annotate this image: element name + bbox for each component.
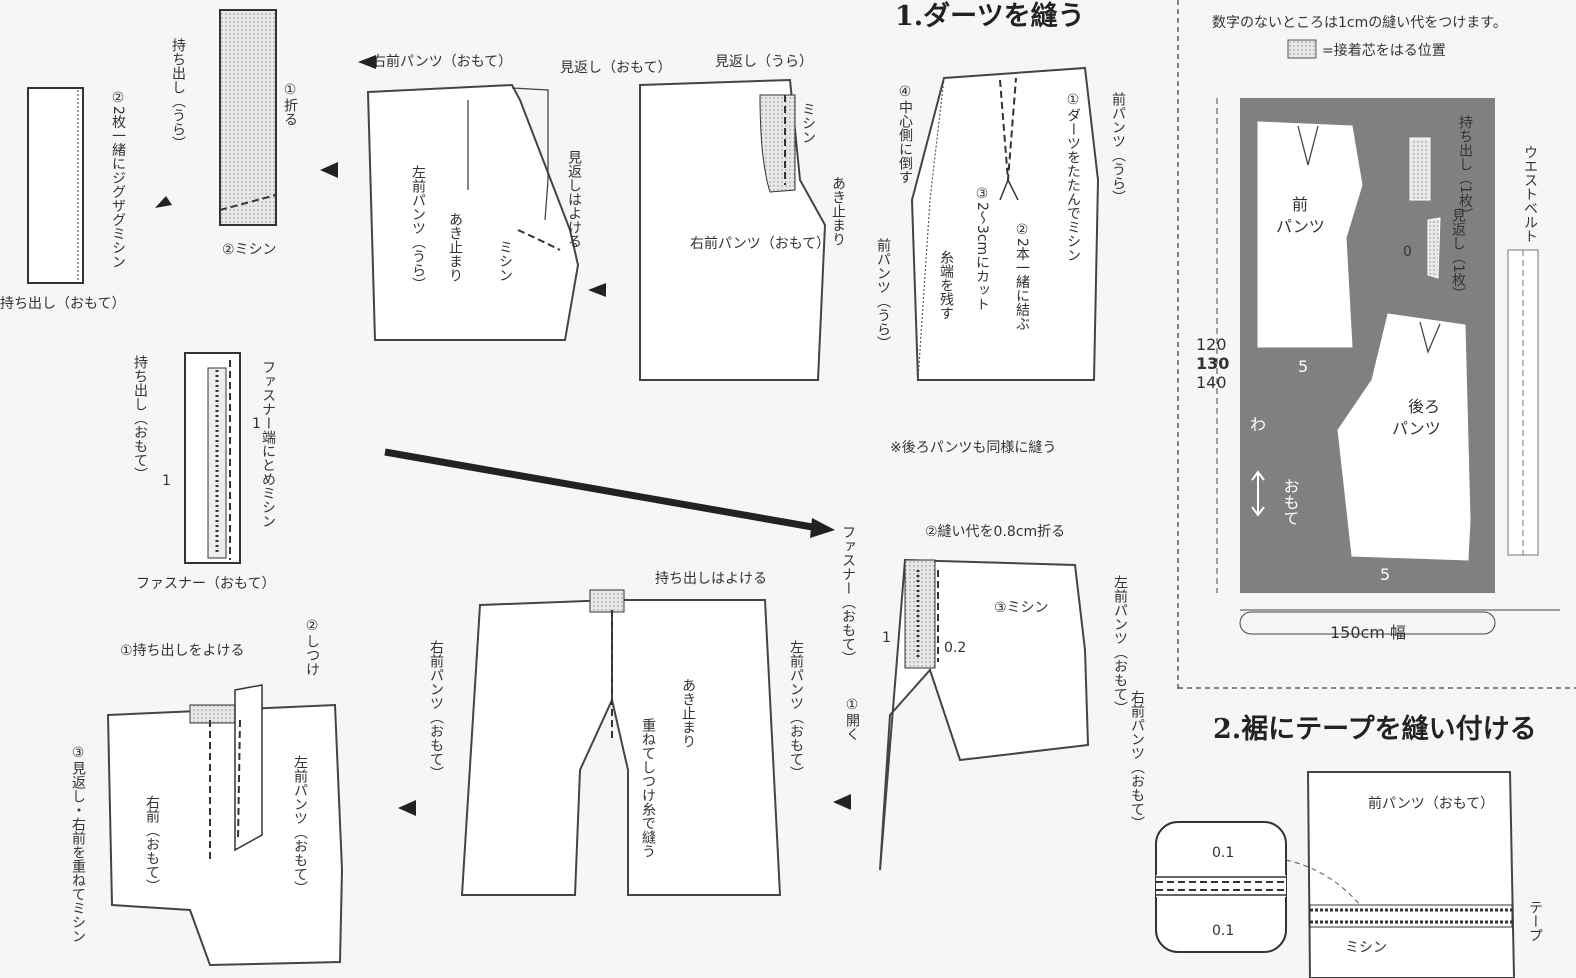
placket-aside2-label: 持ち出しはよける [655,571,767,587]
left-front-face3-label: 左前パンツ（おもて） [1112,575,1128,715]
facing-stitch-diagram: 右前パンツ（おもて） 見返し（おもて） 見返しはよける 左前パンツ（うら） あき… [358,53,671,341]
facing-piece [1427,217,1441,279]
placket-piece [1409,137,1431,201]
right-front-face-label: 右前パンツ（おもて） [372,53,512,70]
placket-wrong-label: 持ち出し（うら） [170,38,186,150]
zipper-diagram: 持ち出し（おもて） ファスナー端にとめミシン ファスナー（おもて） 1 1 [132,352,276,592]
fabric-width: 150cm 幅 [1330,623,1406,642]
dart-diagram: ④中心側に倒す ①ダーツをたたんでミシン ②2本一緒に結ぶ ③2〜3cmにカット… [875,66,1126,456]
hem-tape-diagram: 0.1 0.1 前パンツ（おもて） ミシン テープ [1155,771,1543,978]
dim1: 1 [882,630,891,646]
left-front-face2-label: 左前パンツ（おもて） [788,640,804,780]
layout-note: 数字のないところは1cmの縫い代をつけます。 [1212,15,1507,31]
arrow-left-icon [833,794,851,810]
facing-wrong-diagram: 見返し（うら） ミシン あき止まり 右前パンツ（おもて） [639,54,846,381]
hem-tape-label: テープ [1527,900,1543,942]
facing-overlap-diagram: ①持ち出しをよける ②しつけ ③見返し・右前を重ねてミシン 左前パンツ（おもて）… [70,618,416,967]
interfacing-legend-swatch [1287,39,1317,59]
placket-right-label: 持ち出し（おもて） [0,296,125,312]
front-wrong-label: 前パンツ（うら） [875,237,891,350]
overlap-baste-diagram: 持ち出しはよける 右前パンツ（おもて） 左前パンツ（おもて） あき止まり 重ねて… [428,571,851,896]
front-back-label: 前パンツ（うら） [1110,91,1126,204]
facing-label: 見返し（1枚） [1450,208,1466,301]
machine-label: ②ミシン [222,242,277,258]
arrow-left-icon [588,283,606,297]
arrow-left-icon [320,162,338,178]
baste-label: ②しつけ [304,618,320,676]
zip-face-label: ファスナー（おもて） [136,576,275,592]
waist-belt-label: ウエストベルト [1522,145,1538,243]
placket-fold-diagram: 持ち出し（うら） ①折る ②ミシン [170,9,338,258]
overlap-baste-label: 重ねてしつけ糸で縫う [640,718,656,858]
facing-wrong-label: 見返し（うら） [715,54,813,70]
seam-5a: 5 [1298,357,1308,376]
facing-zero: 0 [1403,244,1412,260]
back-pants-label: 後ろパンツ [1392,397,1441,438]
right-front-face3-label: 右前パンツ（おもて） [1129,690,1145,830]
step2-heading: 2.裾にテープを縫い付ける [1213,714,1537,745]
hem-d1: 0.1 [1212,845,1234,861]
arrow-left-icon [398,800,416,816]
big-arrow-head-icon [810,518,835,538]
front-pants-piece [1257,121,1363,348]
dim1a: 1 [252,416,261,432]
arrow-left-icon [358,55,376,69]
right-front-face-bottom-label: 右前パンツ（おもて） [428,640,444,780]
facing-stitch-label: ③見返し・右前を重ねてミシン [70,745,86,943]
length-120: 120 [1196,335,1227,354]
dart-fold-label: ①ダーツをたたんでミシン [1065,92,1081,262]
right-front-face2-label: 右前パンツ（おもて） [690,235,830,252]
hem-machine-label: ミシン [1345,940,1387,956]
grain-arrow-icon [1251,470,1265,517]
length-130: 130 [1196,354,1229,373]
machine2-label: ミシン [497,240,513,282]
back-pants-piece [1337,313,1471,561]
big-arrow-line [384,448,819,532]
grain-label: おもて [1281,478,1300,526]
leave-thread-label: 糸端を残す [938,250,954,320]
opening-end-bottom-label: あき止まり [680,678,696,748]
placket-face-label: 持ち出し（おもて） [132,355,148,481]
placket-zigzag-diagram: ②2枚一緒にジグザグミシン 持ち出し（おもて） [0,87,172,312]
front-pants-label: 前パンツ [1276,195,1325,236]
hem-label-1: 前パンツ（おもて） [1368,795,1494,812]
zipper-fold-diagram: ②縫い代を0.8cm折る ファスナー（おもて） ③ミシン 左前パンツ（おもて） … [840,524,1145,871]
zip-end-stitch-label: ファスナー端にとめミシン [260,360,276,528]
back-note: ※後ろパンツも同様に縫う [890,440,1056,456]
seam-5b: 5 [1380,565,1390,584]
length-140: 140 [1196,373,1227,392]
zigzag-label: ②2枚一緒にジグザグミシン [110,90,126,269]
opening-end2-label: あき止まり [830,176,846,246]
arrow-diag-icon [155,196,172,208]
fold-seam-label: ②縫い代を0.8cm折る [925,524,1065,540]
step1-heading: 1.ダーツを縫う [895,0,1085,32]
opening-end-label: あき止まり [447,212,463,282]
center-side-label: ④中心側に倒す [897,84,913,184]
left-front-wrong-label: 左前パンツ（うら） [410,165,426,291]
facing-aside-label: 見返しはよける [566,150,582,248]
fold-mark: わ [1250,415,1266,434]
placket-label: 持ち出し（1枚） [1457,115,1473,222]
legend-text: =接着芯をはる位置 [1322,42,1446,59]
dim02: 0.2 [944,640,966,656]
right-front-label: 右前（おもて） [144,795,160,893]
left-front-face-label: 左前パンツ（おもて） [292,755,308,895]
machine3-label: ミシン [800,102,816,144]
fold-label: ①折る [282,82,298,126]
hem-d2: 0.1 [1212,923,1234,939]
cut-label: ③2〜3cmにカット [974,186,990,311]
facing-face-label: 見返し（おもて） [560,60,671,76]
zip-face-bottom-label: ファスナー（おもて） [840,525,856,665]
open-label: ①開く [844,697,860,741]
machine-bottom-label: ③ミシン [994,600,1049,616]
tie-label: ②2本一緒に結ぶ [1014,222,1030,331]
dim1b: 1 [162,473,171,489]
cutting-layout-panel: 数字のないところは1cmの縫い代をつけます。 =接着芯をはる位置 前パンツ 後ろ… [1177,0,1576,690]
placket-aside-label: ①持ち出しをよける [120,643,245,659]
